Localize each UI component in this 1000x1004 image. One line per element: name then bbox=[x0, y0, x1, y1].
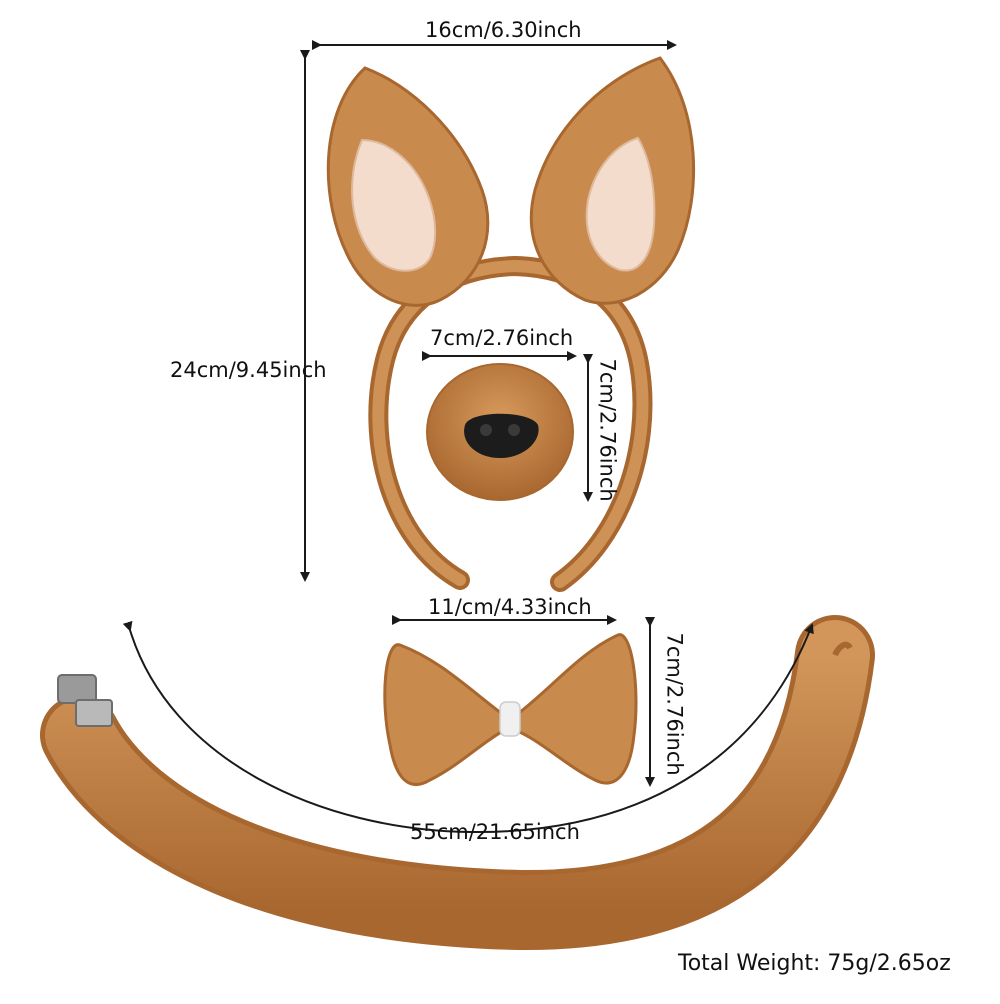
nose-height-label: 7cm/2.76inch bbox=[595, 358, 620, 502]
bowtie-width-label: 11/cm/4.33inch bbox=[428, 595, 592, 619]
arrow-tail-length bbox=[122, 620, 814, 834]
headband-width-label: 16cm/6.30inch bbox=[425, 18, 582, 42]
nose-piece bbox=[426, 363, 574, 501]
tail-clip bbox=[57, 674, 113, 727]
right-ear bbox=[529, 56, 696, 305]
bow-tie bbox=[383, 633, 638, 786]
left-ear bbox=[326, 66, 490, 307]
tail bbox=[40, 615, 875, 951]
tail-length-label: 55cm/21.65inch bbox=[410, 820, 580, 844]
total-weight-label: Total Weight: 75g/2.65oz bbox=[678, 951, 951, 976]
headband bbox=[368, 255, 653, 592]
nose-width-label: 7cm/2.76inch bbox=[430, 326, 574, 350]
dimension-arrows bbox=[122, 40, 814, 834]
headband-height-label: 24cm/9.45inch bbox=[170, 358, 327, 382]
bowtie-height-label: 7cm/2.76inch bbox=[662, 632, 687, 776]
